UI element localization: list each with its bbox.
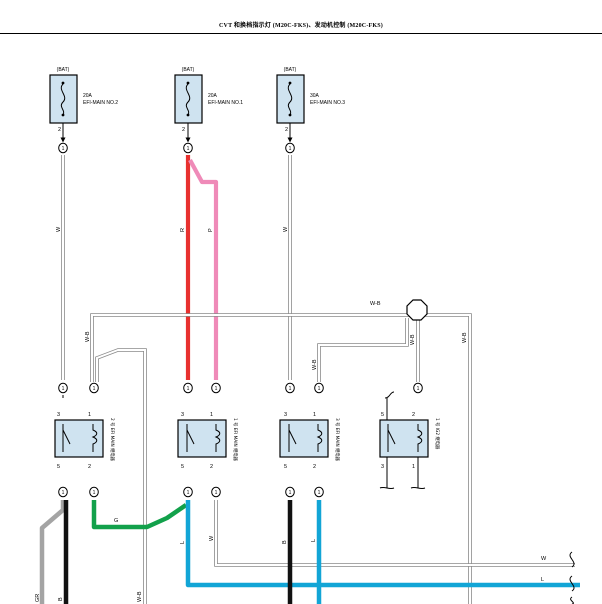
label-relay3-b: B (282, 540, 288, 544)
label-pink: P (208, 228, 214, 232)
svg-text:(BAT): (BAT) (57, 67, 70, 73)
label-left-b: B (58, 597, 64, 601)
splice-point (406, 299, 428, 321)
relay-ig2-no1: 5 2 3 1 1 号 IG2 继电器 (379, 382, 441, 490)
svg-text:2: 2 (313, 464, 316, 470)
fuse-efi-main-no2: (BAT) 20A EFI-MAIN NO.2 2 (49, 67, 118, 143)
break-symbol-w (569, 551, 575, 568)
label-fuse3-w: W (283, 226, 289, 232)
svg-text:3: 3 (57, 412, 60, 418)
svg-text:2: 2 (88, 464, 91, 470)
label-relay3-l: L (311, 539, 317, 542)
svg-text:1: 1 (210, 412, 213, 418)
svg-text:3: 3 (381, 464, 384, 470)
svg-text:3 号 EFI MAIN 继电器: 3 号 EFI MAIN 继电器 (334, 418, 341, 462)
wire-white-right (214, 500, 575, 567)
wire-gray-left (39, 500, 66, 604)
connector-fuse2 (58, 142, 68, 154)
label-relay1-w: W (209, 535, 215, 541)
svg-text:5: 5 (284, 464, 287, 470)
label-fuse2-w: W (56, 226, 62, 232)
svg-text:2: 2 (58, 127, 61, 133)
svg-text:5: 5 (381, 412, 384, 418)
svg-text:2: 2 (285, 127, 288, 133)
svg-text:5: 5 (57, 464, 60, 470)
label-ig2-coil: W-B (410, 334, 416, 345)
wire-blue-main (185, 500, 580, 588)
relay-efi-main-no3: 3 1 5 2 3 号 EFI MAIN 继电器 (279, 382, 341, 498)
svg-text:2: 2 (412, 412, 415, 418)
break-symbol-bottom (570, 596, 574, 604)
relay-efi-main-no1: 3 1 5 2 1 号 EFI MAIN 继电器 (177, 382, 239, 498)
svg-text:1: 1 (313, 412, 316, 418)
wire-green (91, 500, 188, 530)
svg-text:20A: 20A (83, 93, 93, 99)
svg-text:2 号 EFI MAIN 继电器: 2 号 EFI MAIN 继电器 (109, 418, 116, 462)
connector-fuse1 (183, 142, 193, 154)
label-relay3-coil: W-B (312, 359, 318, 370)
svg-text:20A: 20A (208, 93, 218, 99)
svg-text:5: 5 (181, 464, 184, 470)
fuse-efi-main-no3: (BAT) 30A EFI-MAIN NO.3 2 (276, 67, 345, 143)
label-red: R (180, 228, 186, 232)
fuse-efi-main-no1: (BAT) 20A EFI-MAIN NO.1 2 (174, 67, 243, 143)
svg-text:(BAT): (BAT) (284, 67, 297, 73)
svg-text:30A: 30A (310, 93, 320, 99)
label-right-w: W (541, 556, 547, 562)
svg-text:2: 2 (182, 127, 185, 133)
svg-text:3: 3 (181, 412, 184, 418)
label-right-l: L (541, 577, 544, 583)
svg-text:EFI-MAIN NO.2: EFI-MAIN NO.2 (83, 100, 118, 106)
svg-text:EFI-MAIN NO.1: EFI-MAIN NO.1 (208, 100, 243, 106)
label-relay2-coil: W-B (85, 331, 91, 342)
label-top-bus: W-B (370, 301, 381, 307)
svg-text:3: 3 (284, 412, 287, 418)
svg-text:1: 1 (88, 412, 91, 418)
wire-pink (188, 158, 219, 380)
svg-text:(BAT): (BAT) (182, 67, 195, 73)
connector-fuse3 (285, 142, 295, 154)
wire-wb-bus (90, 313, 472, 604)
label-left-gr: GR (35, 594, 41, 602)
svg-text:1: 1 (412, 464, 415, 470)
svg-text:2: 2 (210, 464, 213, 470)
label-relay1-l: L (180, 541, 186, 544)
label-right-drop: W-B (462, 332, 468, 343)
break-symbol-l (569, 575, 575, 592)
svg-text:1 号 IG2 继电器: 1 号 IG2 继电器 (434, 418, 441, 450)
label-green: G (114, 518, 118, 524)
page-title: CVT 和换档指示灯 (M20C-FKS)、发动机控制 (M20C-FKS) (219, 23, 383, 29)
title-rule (0, 33, 602, 34)
label-left-wb: W-B (137, 591, 143, 602)
svg-text:1 号 EFI MAIN 继电器: 1 号 EFI MAIN 继电器 (232, 418, 239, 462)
relay-efi-main-no2: 3 1 5 2 2 号 EFI MAIN 继电器 (54, 382, 116, 498)
svg-text:EFI-MAIN NO.3: EFI-MAIN NO.3 (310, 100, 345, 106)
